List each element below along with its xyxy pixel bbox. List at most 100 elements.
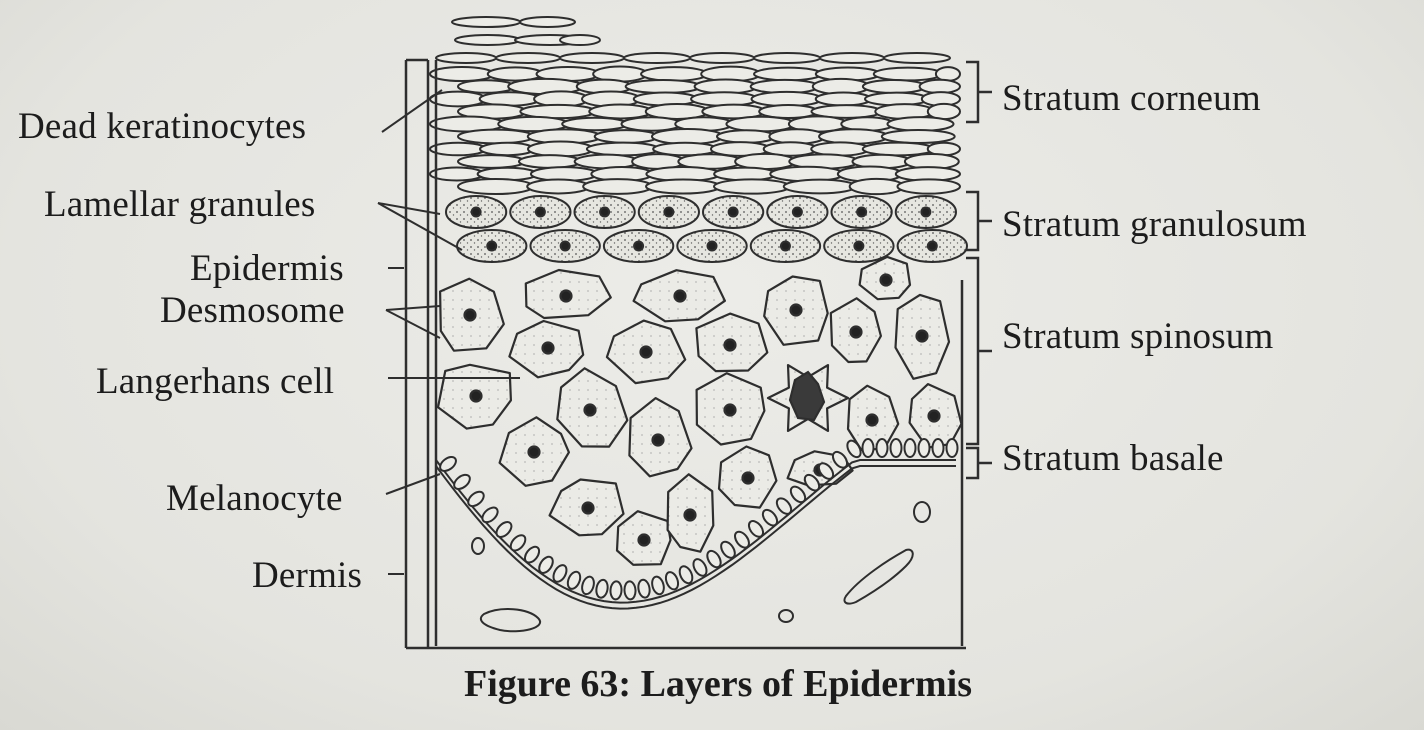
corneum-cell [646,179,720,193]
corneum-cell [887,117,953,131]
bracket-stratum-granulosum [966,192,992,250]
cell-nucleus [529,447,540,458]
bracket-line [966,448,978,478]
cell-nucleus [639,535,650,546]
label-langerhans-cell: Langerhans cell [96,363,334,400]
cell-nucleus [664,208,673,217]
basale-cell [624,581,636,600]
corneum-cell [562,118,627,130]
stratum-spinosum-cells [438,257,961,565]
label-dermis: Dermis [252,557,362,594]
cell-nucleus [867,415,878,426]
cell-nucleus [708,242,717,251]
corneum-cell [458,179,533,194]
blood-vessel [481,609,540,631]
blood-vessel [844,550,912,604]
label-stratum-corneum: Stratum corneum [1002,80,1261,117]
corneum-cell [820,53,884,63]
basale-cell [494,519,515,540]
cell-nucleus [487,242,496,251]
leader-desmosome [386,306,440,310]
corneum-cell [458,155,525,168]
corneum-cell [430,143,486,156]
corneum-cell [690,53,754,63]
cell-nucleus [928,242,937,251]
bracket-stratum-basale [966,448,992,478]
corneum-cell [754,68,822,81]
cell-nucleus [729,208,738,217]
basale-cell [933,439,944,457]
corneum-cell [920,80,960,93]
corneum-cell [691,92,757,106]
corneum-cell [717,130,775,142]
basale-cell [664,570,681,591]
cell-nucleus [634,242,643,251]
basale-cell [565,570,582,591]
cell-nucleus [781,242,790,251]
bracket-line [966,258,978,444]
basale-cell [677,564,695,585]
basale-cell [610,581,622,600]
cell-nucleus [851,327,862,338]
cell-nucleus [471,391,482,402]
leader-desmosome-2 [386,310,440,338]
corneum-cell [754,53,820,63]
label-stratum-spinosum: Stratum spinosum [1002,318,1273,355]
corneum-cell [882,130,955,143]
cell-nucleus [543,343,554,354]
basale-cell [919,439,930,457]
basale-cell [466,489,487,509]
corneum-cell [850,179,904,194]
corneum-cell [595,130,658,143]
basale-cell [508,532,528,553]
cell-nucleus [561,242,570,251]
cell-nucleus [743,473,754,484]
cell-nucleus [583,503,594,514]
basale-cell [891,439,902,457]
label-melanocyte: Melanocyte [166,480,343,517]
corneum-cell [897,179,960,193]
corneum-cell [519,155,581,168]
corneum-cell [458,130,534,144]
label-dead-keratinocytes: Dead keratinocytes [18,108,306,145]
corneum-cell [560,35,600,45]
corneum-cell [455,35,520,45]
cell-nucleus [600,208,609,217]
basale-cell [452,472,473,492]
cell-nucleus [585,405,596,416]
dermis-cell [779,610,793,622]
cell-nucleus [857,208,866,217]
corneum-cell [458,80,514,93]
cell-nucleus [675,291,686,302]
bracket-stratum-corneum [966,62,992,122]
corneum-cell [587,143,659,156]
leader-melanocyte [386,474,440,494]
bracket-line [966,62,978,122]
corneum-cell [770,167,844,181]
basale-cell [480,505,501,525]
basale-cell [877,439,888,457]
label-lamellar-granules: Lamellar granules [44,186,316,223]
corneum-cell [560,53,624,63]
corneum-cell [784,180,856,194]
corneum-cell [430,168,484,181]
cell-nucleus [929,411,940,422]
cell-nucleus [472,208,481,217]
basale-cell [580,575,596,595]
basale-cell [595,579,609,599]
bracket-stratum-spinosum [966,258,992,444]
label-desmosome: Desmosome [160,292,345,329]
corneum-cell [480,143,534,155]
figure-caption: Figure 63: Layers of Epidermis [0,662,1424,706]
corneum-cell [626,80,701,93]
dermis-cell [472,538,484,554]
corneum-cell [819,129,888,143]
corneum-cell [641,67,707,81]
basale-cell [905,439,916,457]
cell-nucleus [881,275,892,286]
basale-cell [650,575,666,595]
cell-nucleus [854,242,863,251]
bracket-line [966,192,978,250]
corneum-cell [874,68,942,81]
